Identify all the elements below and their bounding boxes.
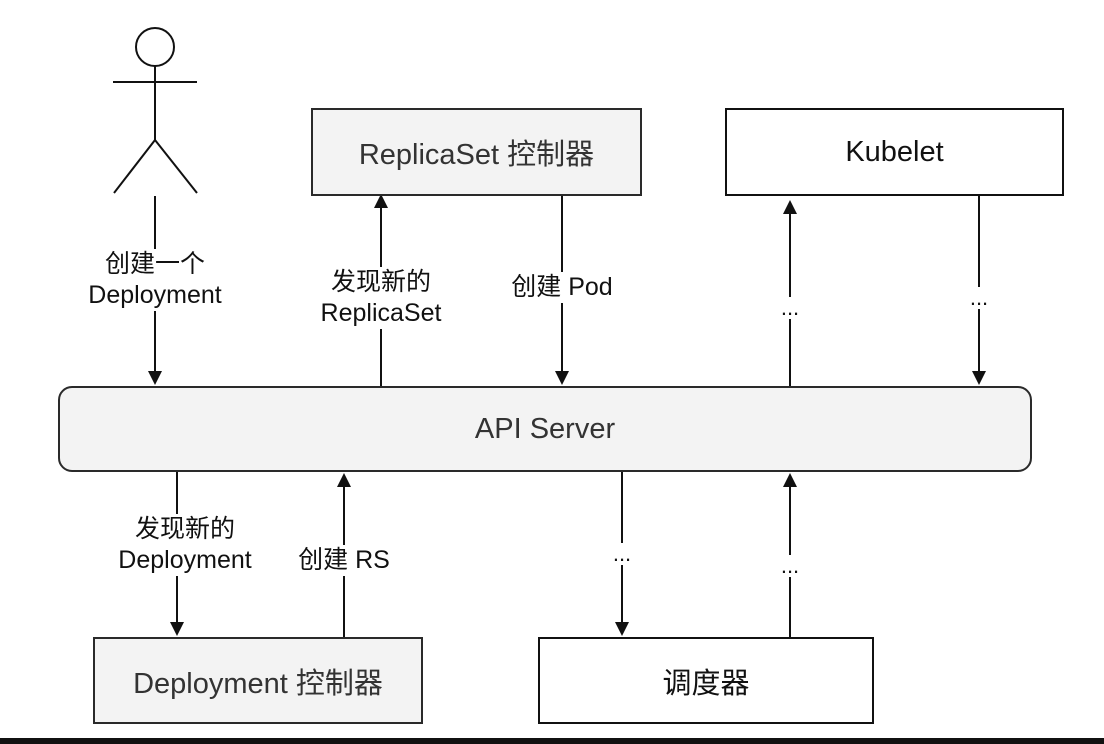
replicaset-controller-label: ReplicaSet 控制器 bbox=[358, 139, 595, 171]
edge-label-line: Deployment bbox=[118, 546, 252, 574]
kubelet-label: Kubelet bbox=[845, 135, 944, 168]
edge-label-kubelet-up: ... bbox=[778, 295, 802, 320]
kubelet-node: Kubelet bbox=[725, 108, 1064, 196]
edge-label-line: 创建一个 bbox=[104, 250, 205, 278]
edge-label-create-pod: 创建 Pod bbox=[511, 272, 613, 303]
edge-label-line: ReplicaSet bbox=[320, 299, 442, 327]
edge-label-line: 创建 RS bbox=[298, 546, 390, 574]
deployment-controller-node: Deployment 控制器 bbox=[93, 637, 423, 724]
deployment-controller-label: Deployment 控制器 bbox=[133, 667, 383, 700]
edge-label-line: 发现新的 bbox=[134, 515, 235, 543]
edge-label-create-rs: 创建 RS bbox=[298, 545, 390, 576]
edge-label-dep-watch: 发现新的 Deployment bbox=[118, 514, 252, 576]
scheduler-node: 调度器 bbox=[538, 637, 874, 724]
edge-label-rs-watch: 发现新的 ReplicaSet bbox=[320, 267, 442, 329]
edge-label-line: 创建 Pod bbox=[511, 273, 613, 301]
user-actor-icon bbox=[113, 27, 198, 194]
replicaset-controller-node: ReplicaSet 控制器 bbox=[311, 108, 642, 196]
api-server-node: API Server bbox=[58, 386, 1032, 472]
edge-label-sched-up: ... bbox=[778, 553, 802, 578]
bottom-border bbox=[0, 738, 1104, 744]
scheduler-label: 调度器 bbox=[662, 667, 750, 700]
edge-label-user-create: 创建一个 Deployment bbox=[88, 249, 222, 311]
edge-label-line: 发现新的 bbox=[330, 268, 431, 296]
edge-label-sched-down: ... bbox=[610, 541, 634, 566]
edge-label-kubelet-down: ... bbox=[967, 285, 991, 310]
edge-label-line: Deployment bbox=[88, 281, 222, 309]
api-server-label: API Server bbox=[474, 412, 616, 445]
